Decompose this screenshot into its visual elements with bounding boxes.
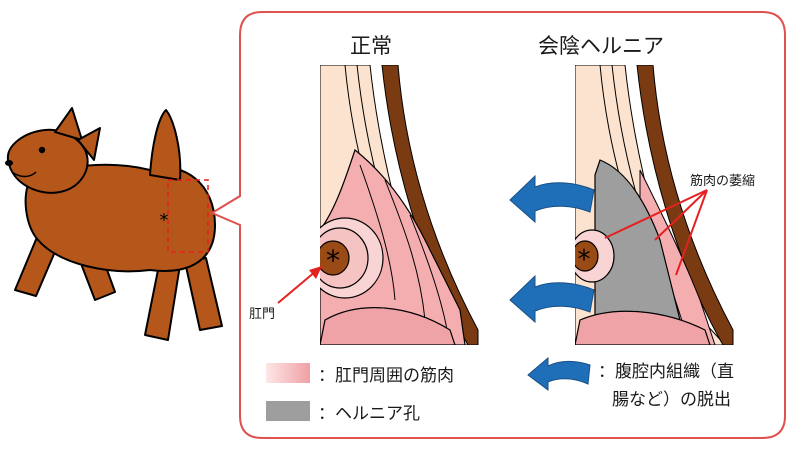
hernia-hole-legend-text: ：ヘルニア孔 bbox=[318, 404, 420, 424]
hernia-hole-swatch bbox=[266, 401, 310, 421]
prolapse-arrow-icon bbox=[509, 174, 595, 224]
prolapse-legend-text-2: 腸など）の脱出 bbox=[612, 390, 731, 410]
muscle-atrophy-pointers bbox=[604, 189, 708, 276]
muscle-swatch bbox=[266, 363, 310, 383]
anus-pointer bbox=[277, 265, 323, 304]
hernia-title: 会陰ヘルニア bbox=[538, 34, 664, 58]
prolapse-arrow-icon bbox=[509, 274, 595, 324]
svg-text:*: * bbox=[160, 210, 169, 231]
dog-icon: * bbox=[5, 107, 223, 341]
muscle-legend-text: ：肛門周囲の筋肉 bbox=[318, 366, 454, 386]
svg-text:*: * bbox=[578, 245, 591, 275]
normal-anatomy-panel: * bbox=[320, 65, 479, 345]
anus-label: 肛門 bbox=[249, 307, 276, 322]
svg-text:*: * bbox=[326, 244, 340, 277]
legend-arrow-icon bbox=[527, 356, 591, 391]
prolapse-legend-text-1: ：腹腔内組織（直 bbox=[598, 362, 734, 382]
muscle-atrophy-label: 筋肉の萎縮 bbox=[690, 174, 756, 189]
normal-title: 正常 bbox=[350, 34, 392, 58]
